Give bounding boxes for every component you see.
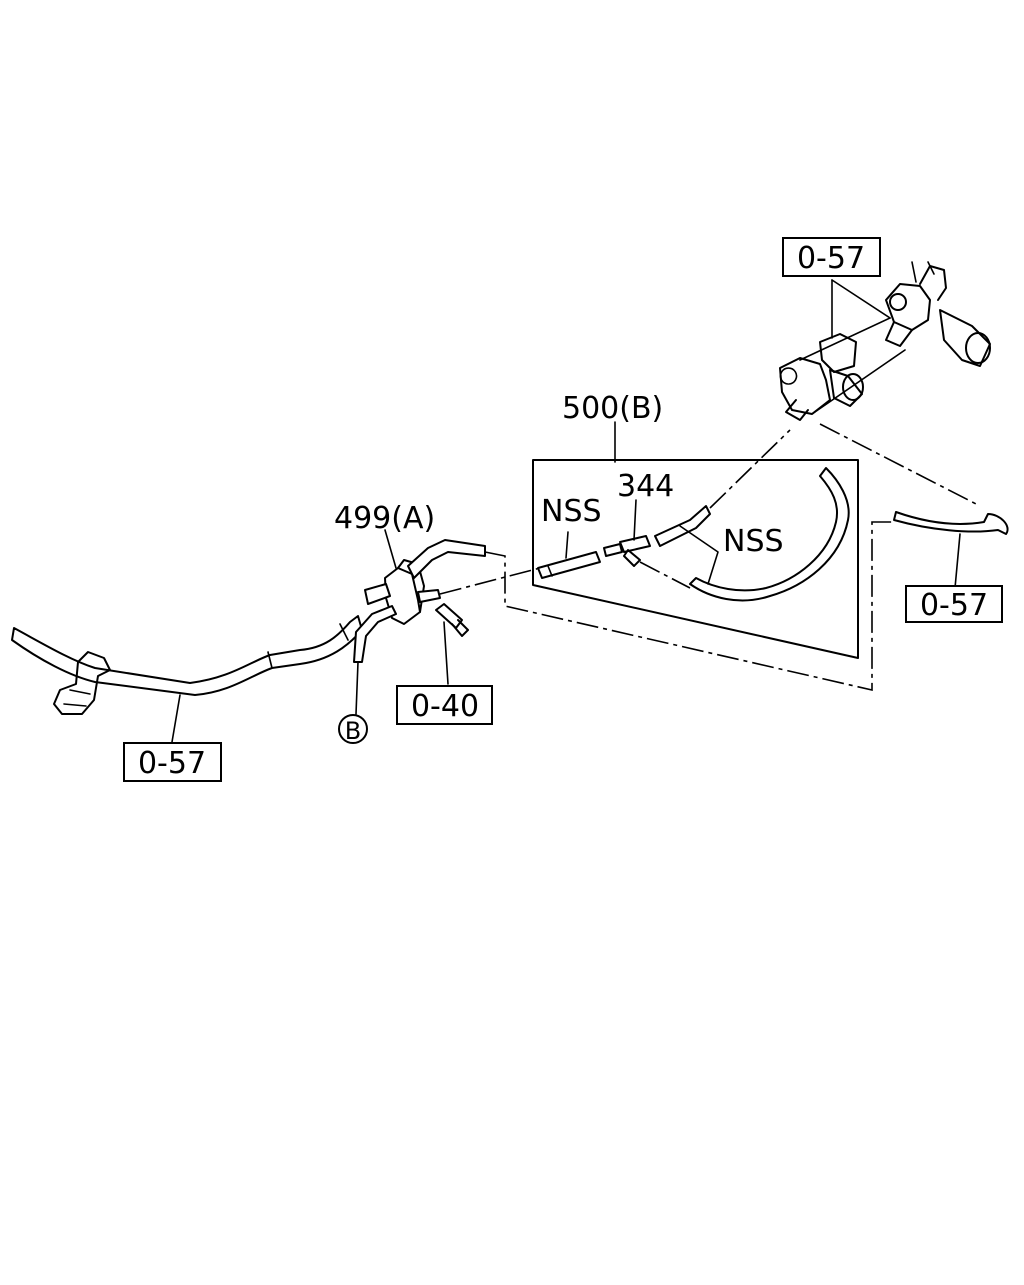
callout-500b: 500(B) bbox=[562, 391, 663, 426]
leader-ref-bottom-left bbox=[171, 694, 181, 743]
valve-499a bbox=[353, 539, 486, 663]
left-hose-clamp bbox=[53, 651, 111, 715]
ref-box-bottom-left-label: 0-57 bbox=[138, 746, 206, 781]
routing-line-lower bbox=[484, 521, 895, 692]
leader-499a bbox=[384, 529, 397, 569]
ref-box-bolt: 0-40 bbox=[396, 685, 493, 725]
routing-line-right bbox=[819, 423, 981, 507]
callout-344: 344 bbox=[617, 469, 674, 504]
left-hose bbox=[11, 615, 363, 696]
ref-box-bottom-left: 0-57 bbox=[123, 742, 222, 782]
ref-box-right: 0-57 bbox=[905, 585, 1003, 623]
marker-b: B bbox=[338, 661, 368, 745]
vsv-assembly bbox=[779, 261, 991, 421]
ref-box-top-label: 0-57 bbox=[797, 241, 865, 276]
ref-box-right-label: 0-57 bbox=[920, 588, 988, 623]
ref-box-top: 0-57 bbox=[782, 237, 881, 277]
marker-b-label: B bbox=[345, 717, 361, 745]
nss-hose-right bbox=[654, 429, 850, 602]
routing-line-valve-to-hose bbox=[439, 567, 541, 595]
tee-fitting-344 bbox=[603, 499, 691, 589]
callout-nss-left: NSS bbox=[541, 494, 602, 529]
bolt-0-40 bbox=[435, 603, 469, 685]
nss-hose-left bbox=[537, 531, 601, 579]
ref-box-bolt-label: 0-40 bbox=[411, 689, 479, 724]
right-hose bbox=[893, 511, 1009, 589]
kit-500b-outline bbox=[532, 421, 859, 659]
callout-nss-right: NSS bbox=[723, 524, 784, 559]
